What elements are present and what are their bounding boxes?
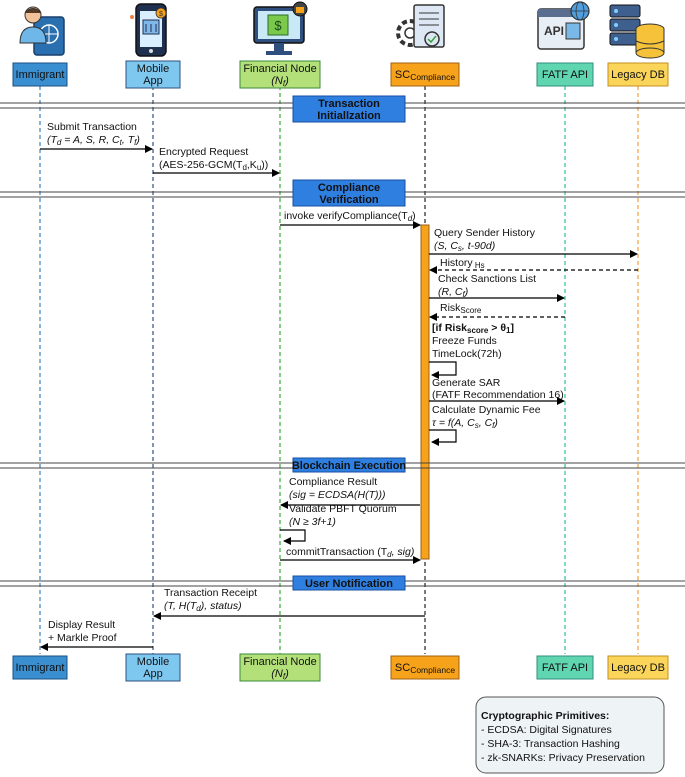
- participant-mobile-app-bottom: Mobile App: [125, 653, 181, 682]
- svg-text:API: API: [544, 24, 564, 38]
- mobile-phone-icon: $: [130, 3, 167, 57]
- message-check-sanctions-list: Check Sanctions List (R, Cf): [429, 273, 565, 302]
- svg-text:(sig = ECDSA(H(T))): (sig = ECDSA(H(T))): [289, 489, 386, 501]
- svg-text:[if Riskscore > θ1]: [if Riskscore > θ1]: [432, 322, 514, 335]
- svg-text:Immigrant: Immigrant: [16, 69, 65, 81]
- message-transaction-receipt: Transaction Receipt (T, H(Td), status): [153, 587, 425, 620]
- section-compliance-verification: Compliance Verification: [0, 179, 685, 207]
- participant-financial-node-bottom: Financial Node (Nf): [239, 653, 321, 682]
- participant-immigrant-bottom: Immigrant: [12, 655, 68, 680]
- svg-text:Display Result: Display Result: [48, 619, 115, 631]
- svg-text:- SHA-3: Transaction Hashing: - SHA-3: Transaction Hashing: [481, 738, 620, 750]
- message-query-sender-history: Query Sender History (S, Cs, t-90d): [429, 227, 638, 258]
- participant-legacy-db-bottom: Legacy DB: [607, 655, 669, 680]
- svg-text:(AES-256-GCM(Td,Ku)): (AES-256-GCM(Td,Ku)): [159, 159, 268, 172]
- participant-fatf-api-top: FATF API: [536, 62, 594, 87]
- svg-text:User Notification: User Notification: [305, 578, 393, 590]
- svg-text:Compliance: Compliance: [318, 182, 380, 194]
- participant-mobile-app-top: Mobile App: [125, 60, 181, 89]
- svg-text:(R, Cf): (R, Cf): [438, 286, 468, 299]
- message-submit-transaction: Submit Transaction (Td = A, S, R, Ct, Tf…: [40, 121, 153, 153]
- legend-cryptographic-primitives: Cryptographic Primitives: - ECDSA: Digit…: [475, 696, 665, 774]
- svg-text:Calculate Dynamic Fee: Calculate Dynamic Fee: [432, 404, 541, 416]
- svg-text:commitTransaction (Td, sig): commitTransaction (Td, sig): [286, 546, 414, 559]
- svg-text:History Hs: History Hs: [440, 257, 485, 270]
- svg-text:Freeze Funds: Freeze Funds: [432, 335, 497, 347]
- svg-text:Financial Node: Financial Node: [243, 63, 316, 75]
- svg-text:Compliance Result: Compliance Result: [289, 476, 377, 488]
- svg-text:App: App: [143, 668, 163, 680]
- section-transaction-initialization: Transaction Initiallzation: [0, 95, 685, 123]
- svg-text:- ECDSA: Digital Signatures: - ECDSA: Digital Signatures: [481, 724, 612, 736]
- svg-text:Validate PBFT Quorum: Validate PBFT Quorum: [289, 503, 397, 515]
- svg-text:FATF API: FATF API: [542, 69, 588, 81]
- svg-text:Check Sanctions List: Check Sanctions List: [438, 273, 536, 285]
- svg-text:Financial Node: Financial Node: [243, 656, 316, 668]
- financial-node-monitor-icon: $: [253, 1, 308, 55]
- svg-text:Legacy DB: Legacy DB: [611, 69, 665, 81]
- svg-text:SCCompliance: SCCompliance: [395, 662, 455, 675]
- svg-text:Encrypted Request: Encrypted Request: [159, 146, 248, 158]
- message-calculate-dynamic-fee: Calculate Dynamic Fee τ = f(A, Cs, Cf): [429, 404, 541, 446]
- participant-fatf-api-bottom: FATF API: [536, 655, 594, 680]
- message-compliance-result: Compliance Result (sig = ECDSA(H(T))): [280, 476, 420, 509]
- participant-sc-compliance-top: SCCompliance: [390, 62, 460, 87]
- svg-text:Legacy DB: Legacy DB: [611, 662, 665, 674]
- svg-text:+ Markle Proof: + Markle Proof: [48, 632, 117, 644]
- message-validate-pbft-quorum: Validate PBFT Quorum (N ≥ 3f+1): [280, 503, 397, 545]
- svg-text:(T, H(Td), status): (T, H(Td), status): [164, 600, 242, 613]
- svg-text:Transaction: Transaction: [318, 98, 380, 110]
- svg-text:(N ≥ 3f+1): (N ≥ 3f+1): [289, 516, 336, 528]
- svg-text:invoke verifyCompliance(Td): invoke verifyCompliance(Td): [284, 210, 416, 223]
- immigrant-icon: [19, 6, 65, 56]
- compliance-contract-icon: [396, 4, 445, 48]
- svg-text:(S, Cs, t-90d): (S, Cs, t-90d): [434, 240, 495, 253]
- svg-text:τ = f(A, Cs, Cf): τ = f(A, Cs, Cf): [432, 417, 498, 430]
- participant-sc-compliance-bottom: SCCompliance: [390, 655, 460, 680]
- svg-text:TimeLock(72h): TimeLock(72h): [432, 348, 502, 360]
- svg-text:Mobile: Mobile: [137, 656, 169, 668]
- svg-text:Blockchain Execution: Blockchain Execution: [292, 460, 407, 472]
- message-display-result: Display Result + Markle Proof: [40, 619, 153, 651]
- section-blockchain-execution: Blockchain Execution: [0, 457, 685, 473]
- svg-text:Immigrant: Immigrant: [16, 662, 65, 674]
- svg-text:(Td = A, S, R, Ct, Tf): (Td = A, S, R, Ct, Tf): [47, 134, 140, 147]
- svg-text:Submit Transaction: Submit Transaction: [47, 121, 137, 133]
- svg-text:(Nf): (Nf): [271, 668, 289, 681]
- message-history-return: History Hs: [429, 257, 638, 274]
- svg-text:Query Sender History: Query Sender History: [434, 227, 536, 239]
- message-freeze-funds: [if Riskscore > θ1] Freeze Funds TimeLoc…: [429, 322, 514, 379]
- svg-text:RiskScore: RiskScore: [440, 302, 482, 315]
- svg-text:Mobile: Mobile: [137, 63, 169, 75]
- svg-text:App: App: [143, 75, 163, 87]
- svg-text:- zk-SNARKs: Privacy Preservat: - zk-SNARKs: Privacy Preservation: [481, 752, 645, 764]
- svg-text:(Nf): (Nf): [271, 75, 289, 88]
- participant-legacy-db-top: Legacy DB: [607, 62, 669, 87]
- participant-financial-node-top: Financial Node (Nf): [239, 60, 321, 89]
- svg-text:SCCompliance: SCCompliance: [395, 69, 455, 82]
- legacy-database-icon: [609, 4, 665, 59]
- participant-immigrant-top: Immigrant: [12, 62, 68, 87]
- svg-text:$: $: [159, 11, 163, 18]
- message-invoke-verify-compliance: invoke verifyCompliance(Td): [280, 210, 421, 229]
- svg-text:Verification: Verification: [319, 194, 379, 206]
- message-generate-sar: Generate SAR (FATF Recommendation 16): [429, 377, 565, 405]
- svg-text:(FATF Recommendation 16): (FATF Recommendation 16): [432, 389, 564, 401]
- message-commit-transaction: commitTransaction (Td, sig): [280, 546, 421, 564]
- svg-text:FATF API: FATF API: [542, 662, 588, 674]
- svg-text:Initiallzation: Initiallzation: [317, 110, 381, 122]
- svg-text:$: $: [274, 18, 282, 33]
- message-risk-score-return: RiskScore: [429, 302, 565, 321]
- svg-text:Generate SAR: Generate SAR: [432, 377, 501, 389]
- svg-text:Cryptographic Primitives:: Cryptographic Primitives:: [481, 710, 609, 722]
- section-user-notification: User Notification: [0, 575, 685, 591]
- svg-text:Transaction Receipt: Transaction Receipt: [164, 587, 257, 599]
- message-encrypted-request: Encrypted Request (AES-256-GCM(Td,Ku)): [153, 146, 280, 177]
- api-window-icon: API: [537, 1, 590, 50]
- sc-compliance-activation-bar: [420, 224, 430, 560]
